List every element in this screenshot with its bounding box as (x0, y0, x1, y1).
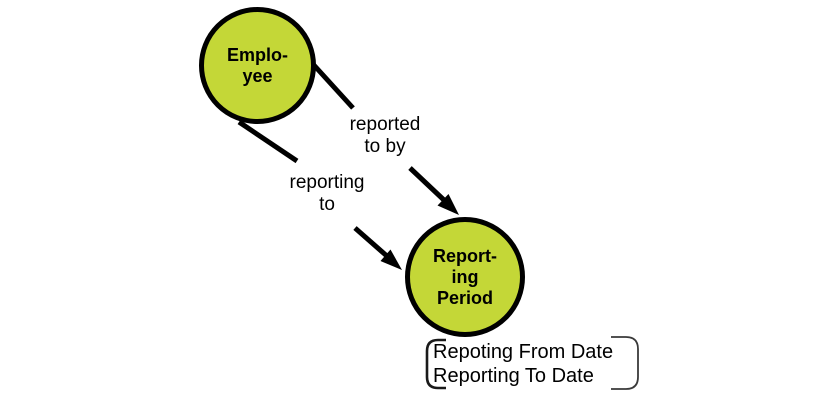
attribute-list: Repoting From Date Reporting To Date (433, 341, 614, 387)
node-employee-label: Emplo- yee (227, 44, 288, 86)
reporting-to-arrowhead-icon (380, 249, 402, 270)
reported-to-by-arrow-segment-start (310, 61, 355, 110)
node-reporting-period-label: Report- ing Period (433, 245, 497, 308)
node-employee: Emplo- yee (199, 7, 316, 124)
attribute-bracket-right-icon (611, 336, 639, 390)
reporting-to-arrow-segment-end (353, 226, 390, 259)
edge-label-reported-to-by: reported to by (349, 114, 421, 157)
reported-to-by-arrow-segment-end (408, 166, 447, 203)
node-reporting-period: Report- ing Period (405, 217, 525, 337)
edge-label-reporting-to: reporting to (289, 172, 365, 215)
attribute-bracket-left-icon (425, 338, 446, 390)
reporting-to-arrow-segment-start (237, 119, 299, 164)
reported-to-by-arrowhead-icon (437, 194, 459, 215)
